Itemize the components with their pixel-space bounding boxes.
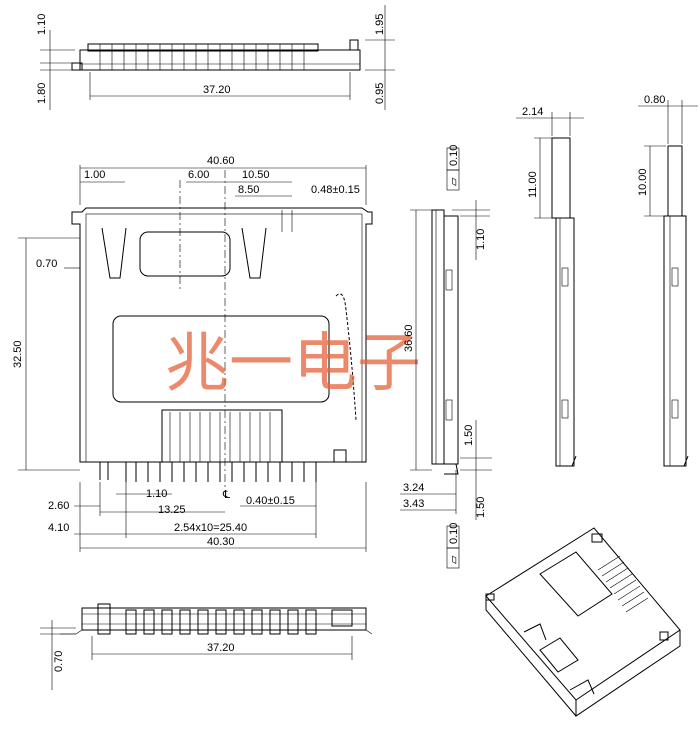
plan-dim-pitch: 2.54x10=25.40 <box>174 522 247 534</box>
front-dim-foot: 0.70 <box>53 651 65 672</box>
plan-dim-4: 8.50 <box>238 184 259 196</box>
side3-dim-height: 10.00 <box>637 168 649 196</box>
plan-dim-7: 2.60 <box>48 500 69 512</box>
isometric-view <box>485 527 681 717</box>
plan-dim-5: 0.48±0.15 <box>311 184 360 196</box>
plan-dim-10: 0.40±0.15 <box>246 495 295 507</box>
side-view-3 <box>638 100 698 467</box>
plan-dim-9: 13.25 <box>158 504 186 516</box>
side2-dim-width: 2.14 <box>522 106 543 118</box>
side-dim-5: 1.50 <box>475 497 487 518</box>
flatness-icon-bottom: ▱ <box>448 555 460 564</box>
flatness-icon-top: ▱ <box>448 177 460 186</box>
side-dim-length: 36.60 <box>403 324 415 352</box>
plan-dim-height: 32.50 <box>12 340 24 368</box>
plan-dim-2: 6.00 <box>188 169 209 181</box>
plan-view <box>18 165 373 552</box>
top-dim-foot: 0.95 <box>374 83 386 104</box>
side-view <box>400 147 492 569</box>
plan-dim-bottom-width: 40.30 <box>207 536 235 548</box>
side-view-2 <box>516 112 584 467</box>
plan-dim-total-width: 40.60 <box>207 155 235 167</box>
side-dim-3: 3.24 <box>403 482 424 494</box>
plan-dim-8: 1.10 <box>146 488 167 500</box>
watermark-text: 兆一电子 <box>165 327 421 401</box>
side-tol-top: 0.10 <box>448 145 460 166</box>
plan-dim-6: 0.70 <box>36 258 57 270</box>
side-dim-4: 3.43 <box>403 498 424 510</box>
plan-dim-11: 4.10 <box>48 522 69 534</box>
top-dim-height-2: 1.95 <box>374 14 386 35</box>
top-dim-height-1: 1.10 <box>36 14 48 35</box>
plan-dim-3: 10.50 <box>242 169 270 181</box>
side-dim-2: 1.50 <box>463 425 475 446</box>
side2-dim-height: 11.00 <box>527 171 539 198</box>
side-dim-1: 1.10 <box>475 229 487 250</box>
side-tol-bottom: 0.10 <box>448 523 460 544</box>
side3-dim-width: 0.80 <box>644 94 665 106</box>
top-dim-base: 1.80 <box>36 83 48 104</box>
plan-dim-1: 1.00 <box>84 169 105 181</box>
front-view <box>40 603 373 690</box>
front-dim-length: 37.20 <box>207 642 235 654</box>
top-profile-view <box>40 5 395 110</box>
centerline-symbol: ℄ <box>222 489 230 501</box>
top-dim-length: 37.20 <box>203 84 231 96</box>
